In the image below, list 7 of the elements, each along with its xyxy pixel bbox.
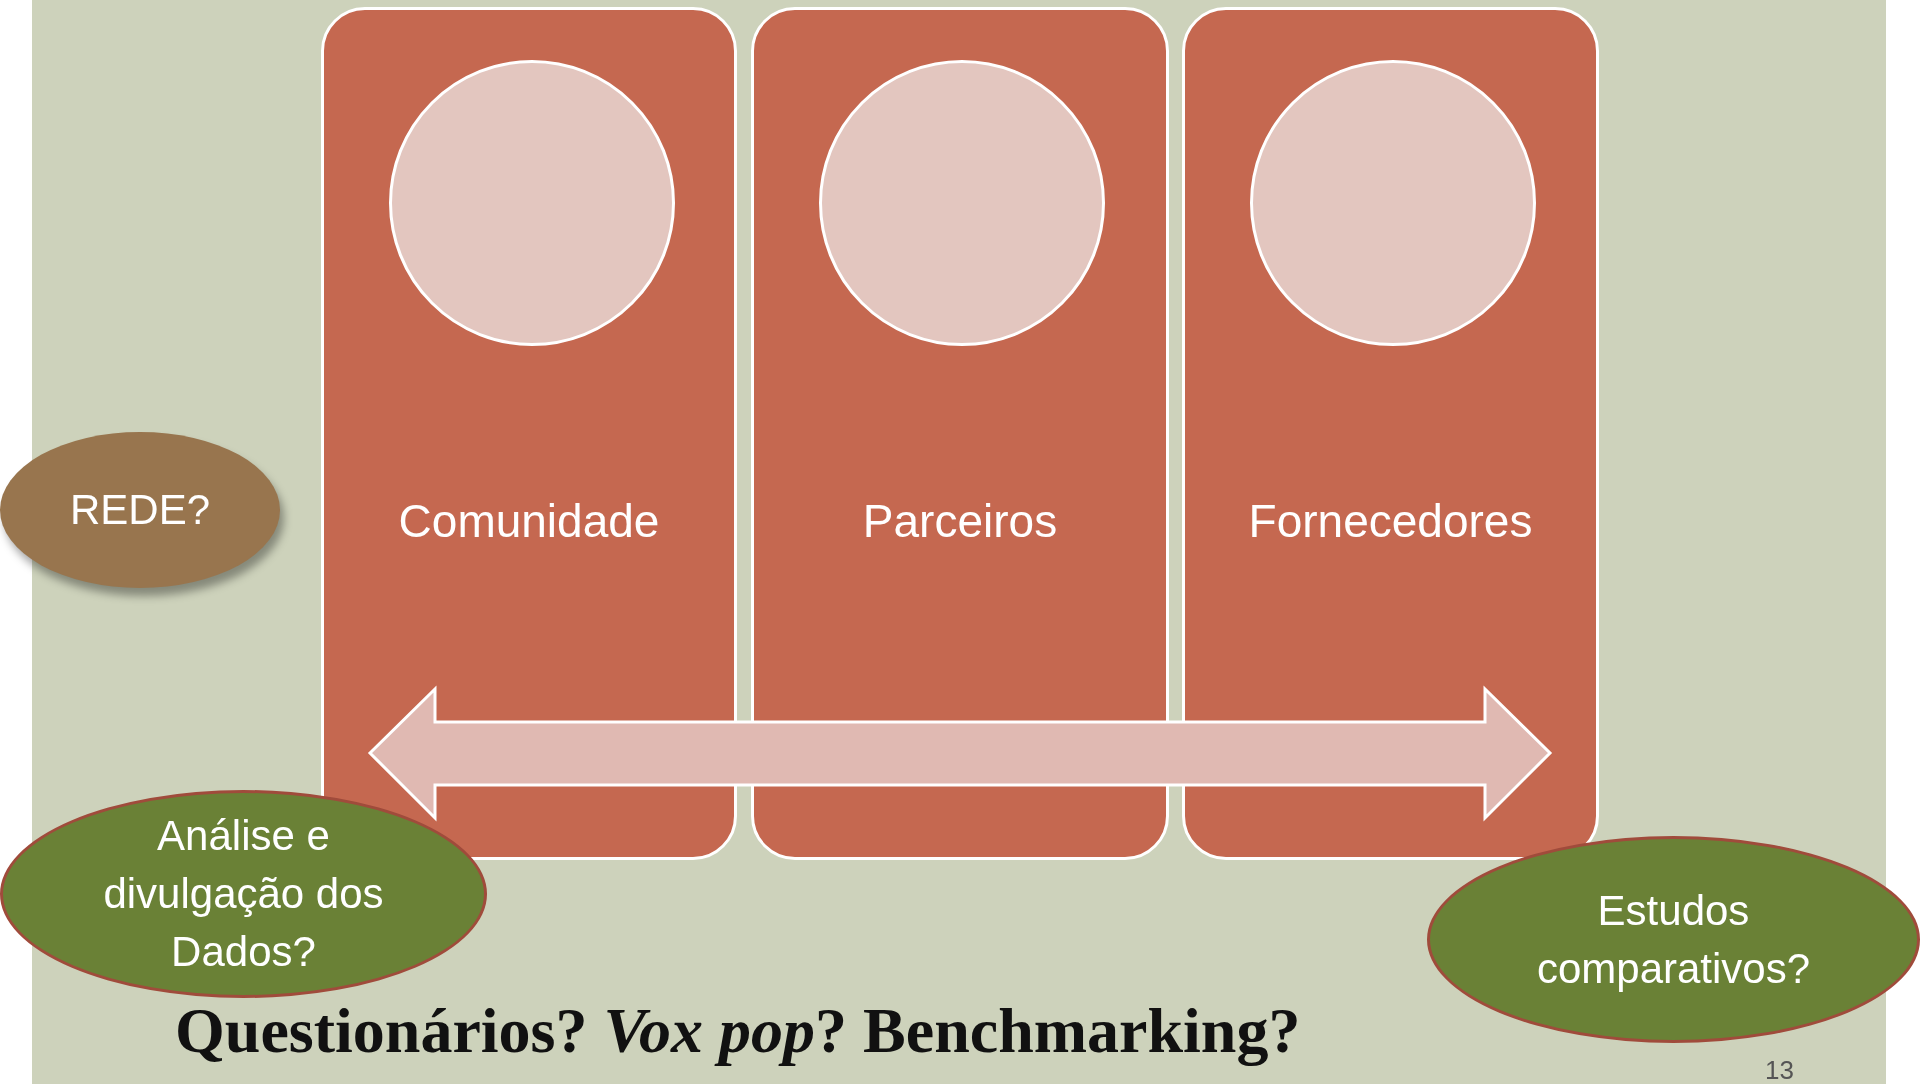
- slide-caption: Questionários? Vox pop? Benchmarking?: [175, 996, 1301, 1067]
- column-title: Fornecedores: [1247, 494, 1534, 549]
- column-card: [751, 7, 1169, 860]
- column-title: Parceiros: [861, 494, 1059, 549]
- page-number: 13: [1765, 1056, 1794, 1084]
- column-card: [1182, 7, 1599, 860]
- column-title: Comunidade: [397, 494, 661, 549]
